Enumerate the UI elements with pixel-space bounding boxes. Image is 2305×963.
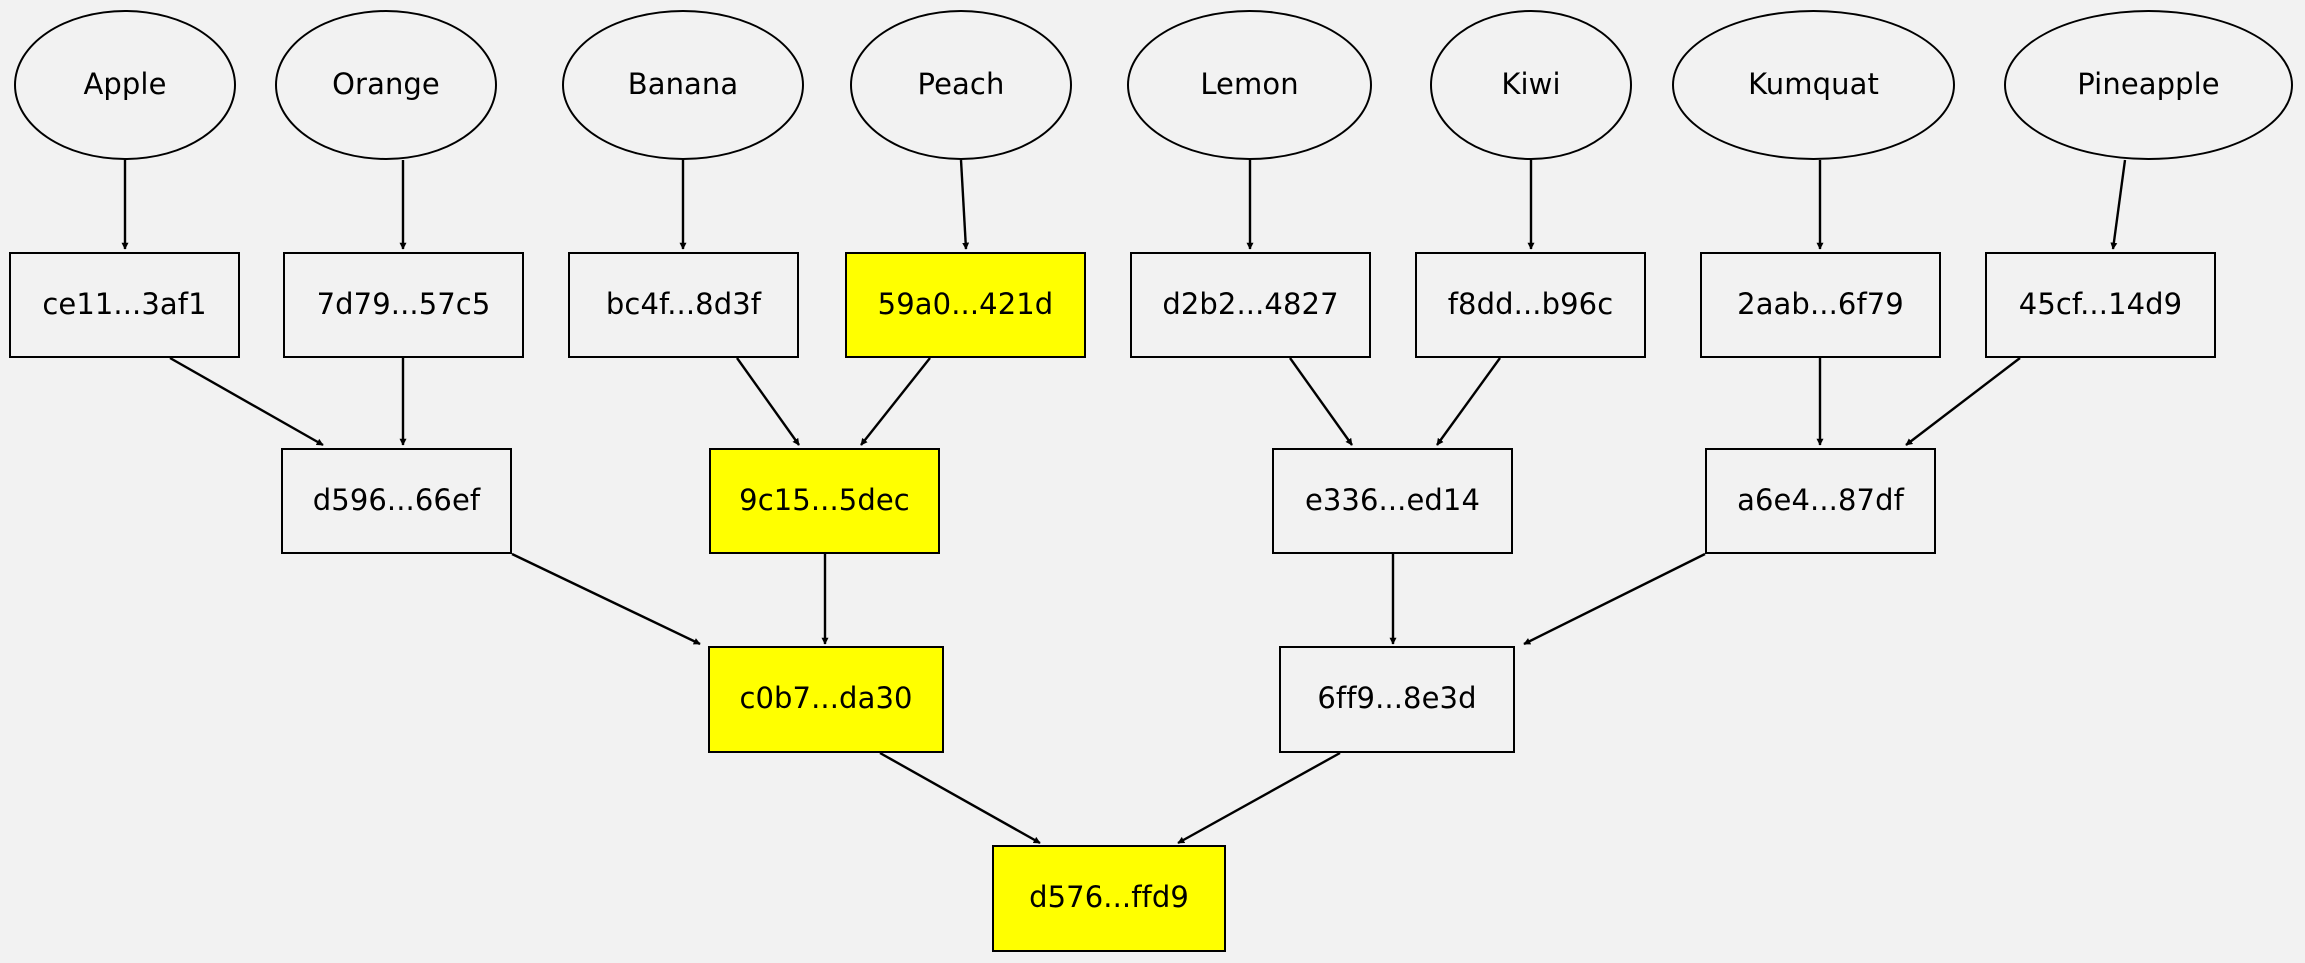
node-label: e336...ed14 — [1304, 482, 1481, 517]
node-label: Peach — [917, 66, 1005, 101]
node-label: 2aab...6f79 — [1737, 286, 1904, 321]
level2-hash-node-hash-d596[interactable]: d596...66ef — [281, 448, 512, 554]
node-label: 45cf...14d9 — [2018, 286, 2183, 321]
node-label: ce11...3af1 — [42, 286, 207, 321]
edge-hash-59a0-to-hash-9c15 — [860, 357, 931, 446]
node-label: Kiwi — [1501, 66, 1561, 101]
edge-hash-6ff9-to-hash-d576 — [1177, 751, 1341, 845]
node-label: Banana — [627, 66, 739, 101]
root-hash-node-hash-d576[interactable]: d576...ffd9 — [992, 845, 1226, 952]
level2-hash-node-hash-e336[interactable]: e336...ed14 — [1272, 448, 1513, 554]
node-label: d2b2...4827 — [1162, 286, 1339, 321]
node-label: f8dd...b96c — [1447, 286, 1614, 321]
level2-hash-node-hash-a6e4[interactable]: a6e4...87df — [1705, 448, 1936, 554]
edge-hash-45cf-to-hash-a6e4 — [1905, 357, 2021, 446]
leaf-node-leaf-kumquat[interactable]: Kumquat — [1672, 10, 1955, 160]
leaf-node-leaf-lemon[interactable]: Lemon — [1127, 10, 1372, 160]
level3-hash-node-hash-c0b7[interactable]: c0b7...da30 — [708, 646, 944, 753]
leaf-hash-node-hash-59a0[interactable]: 59a0...421d — [845, 252, 1086, 358]
edge-hash-d596-to-hash-c0b7 — [511, 552, 701, 646]
leaf-node-leaf-orange[interactable]: Orange — [275, 10, 497, 160]
edge-hash-ce11-to-hash-d596 — [169, 356, 324, 447]
node-label: 59a0...421d — [877, 286, 1054, 321]
edge-hash-a6e4-to-hash-6ff9 — [1523, 552, 1706, 646]
node-label: bc4f...8d3f — [605, 286, 762, 321]
leaf-hash-node-hash-7d79[interactable]: 7d79...57c5 — [283, 252, 524, 358]
node-label: 6ff9...8e3d — [1317, 681, 1477, 715]
node-label: Lemon — [1200, 66, 1299, 101]
node-label: Orange — [332, 66, 440, 101]
leaf-hash-node-hash-45cf[interactable]: 45cf...14d9 — [1985, 252, 2216, 358]
node-label: d576...ffd9 — [1029, 880, 1189, 914]
node-label: d596...66ef — [312, 482, 481, 517]
leaf-hash-node-hash-bc4f[interactable]: bc4f...8d3f — [568, 252, 799, 358]
node-label: 9c15...5dec — [739, 482, 910, 517]
edge-hash-f8dd-to-hash-e336 — [1436, 357, 1501, 446]
node-label: Apple — [83, 66, 167, 101]
edge-leaf-peach-to-hash-59a0 — [959, 159, 970, 250]
level3-hash-node-hash-6ff9[interactable]: 6ff9...8e3d — [1279, 646, 1515, 753]
level2-hash-node-hash-9c15[interactable]: 9c15...5dec — [709, 448, 940, 554]
edge-hash-d2b2-to-hash-e336 — [1289, 357, 1353, 446]
leaf-node-leaf-pineapple[interactable]: Pineapple — [2004, 10, 2293, 160]
node-label: Pineapple — [2077, 66, 2220, 101]
leaf-node-leaf-banana[interactable]: Banana — [562, 10, 804, 160]
leaf-node-leaf-peach[interactable]: Peach — [850, 10, 1072, 160]
node-label: 7d79...57c5 — [316, 286, 491, 321]
leaf-hash-node-hash-2aab[interactable]: 2aab...6f79 — [1700, 252, 1941, 358]
edge-hash-bc4f-to-hash-9c15 — [736, 357, 800, 446]
edge-hash-c0b7-to-hash-d576 — [879, 751, 1041, 845]
node-label: c0b7...da30 — [739, 681, 913, 715]
leaf-hash-node-hash-d2b2[interactable]: d2b2...4827 — [1130, 252, 1371, 358]
leaf-hash-node-hash-ce11[interactable]: ce11...3af1 — [9, 252, 240, 358]
node-label: a6e4...87df — [1737, 482, 1904, 517]
node-label: Kumquat — [1748, 66, 1879, 101]
leaf-node-leaf-apple[interactable]: Apple — [14, 10, 236, 160]
edge-leaf-pineapple-to-hash-45cf — [2110, 159, 2127, 250]
leaf-hash-node-hash-f8dd[interactable]: f8dd...b96c — [1415, 252, 1646, 358]
leaf-node-leaf-kiwi[interactable]: Kiwi — [1430, 10, 1632, 160]
